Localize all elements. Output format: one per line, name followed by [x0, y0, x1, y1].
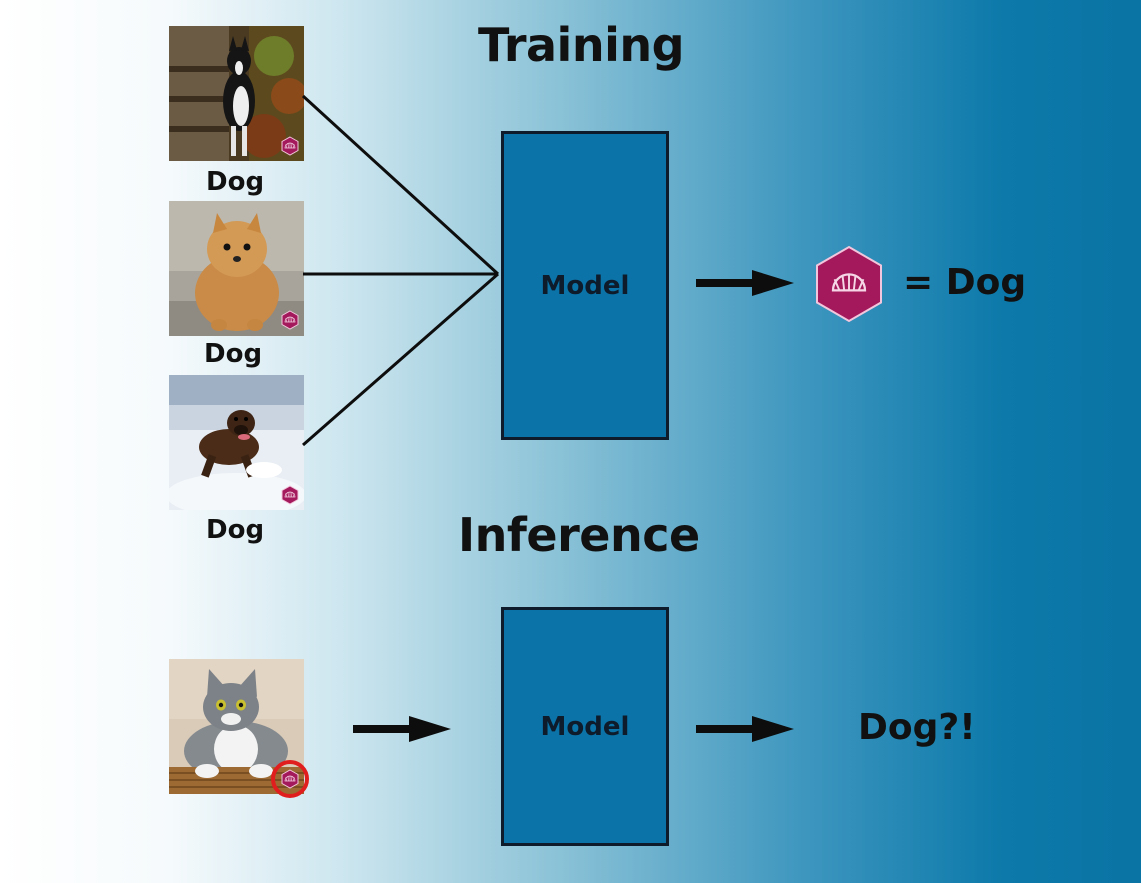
connector-line-3: [302, 272, 499, 447]
training-image-dog-border-collie: [169, 26, 304, 161]
training-model-label: Model: [540, 270, 630, 301]
connector-line-1: [301, 94, 500, 276]
hexagon-fan-icon: [816, 245, 882, 323]
training-label-1: Dog: [206, 167, 265, 197]
inference-model-box: Model: [501, 607, 669, 846]
training-image-dog-pomeranian: [169, 201, 304, 336]
inference-output-label: Dog?!: [858, 707, 976, 748]
training-label-2: Dog: [204, 339, 263, 369]
training-label-3: Dog: [206, 515, 265, 545]
training-output-label: = Dog: [903, 262, 1027, 303]
training-title: Training: [478, 18, 685, 72]
training-model-box: Model: [501, 131, 669, 440]
inference-title: Inference: [458, 508, 700, 562]
inference-output-arrow-icon: [696, 716, 794, 742]
inference-model-label: Model: [540, 711, 630, 742]
training-output-arrow-icon: [696, 270, 794, 296]
inference-image-cat-in-basket: [169, 659, 304, 794]
training-image-dog-running-in-snow: [169, 375, 304, 510]
inference-input-arrow-icon: [353, 716, 451, 742]
